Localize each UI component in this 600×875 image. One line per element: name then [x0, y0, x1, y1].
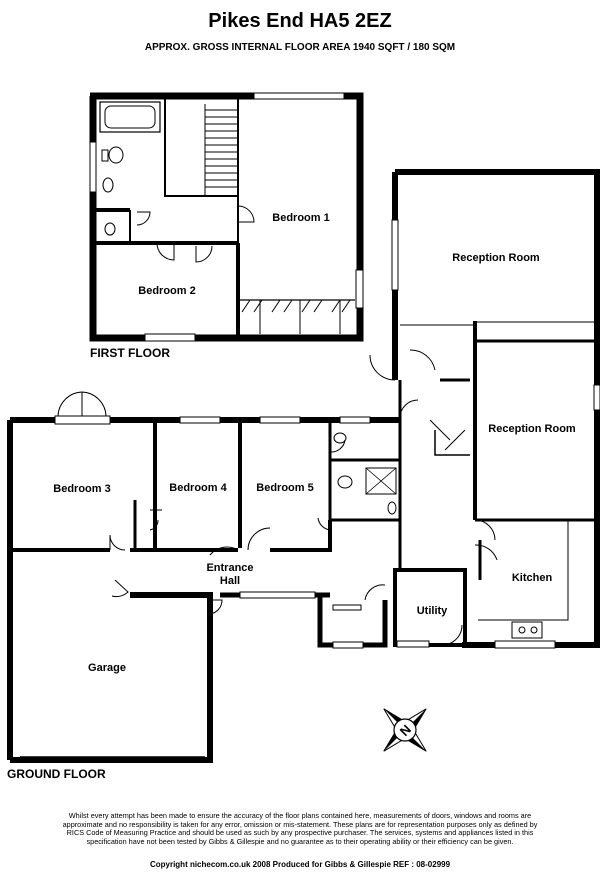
- label-entrance: Entrance: [206, 562, 253, 574]
- label-utility: Utility: [417, 605, 448, 617]
- label-garage: Garage: [88, 662, 126, 674]
- label-kitchen: Kitchen: [512, 572, 553, 584]
- first-floor-plan: [89, 92, 364, 342]
- disclaimer-text: Whilst every attempt has been made to en…: [62, 811, 538, 846]
- label-bedroom-5: Bedroom 5: [256, 482, 313, 494]
- label-bedroom-4: Bedroom 4: [169, 482, 227, 494]
- plan-title: Pikes End HA5 2EZ: [208, 10, 392, 32]
- label-bedroom-1: Bedroom 1: [272, 212, 329, 224]
- label-reception-room-1: Reception Room: [452, 252, 540, 264]
- first-floor-label: FIRST FLOOR: [90, 346, 170, 360]
- label-reception-room-2: Reception Room: [488, 423, 576, 435]
- ground-floor-label: GROUND FLOOR: [7, 767, 106, 781]
- copyright-text: Copyright nichecom.co.uk 2008 Produced f…: [149, 860, 451, 869]
- floor-area-subtitle: APPROX. GROSS INTERNAL FLOOR AREA 1940 S…: [144, 42, 456, 53]
- ground-floor-plan: [7, 169, 600, 763]
- label-bedroom-3: Bedroom 3: [53, 483, 110, 495]
- label-bedroom-2: Bedroom 2: [138, 285, 195, 297]
- compass-icon: [383, 708, 427, 752]
- label-hall: Hall: [220, 575, 240, 587]
